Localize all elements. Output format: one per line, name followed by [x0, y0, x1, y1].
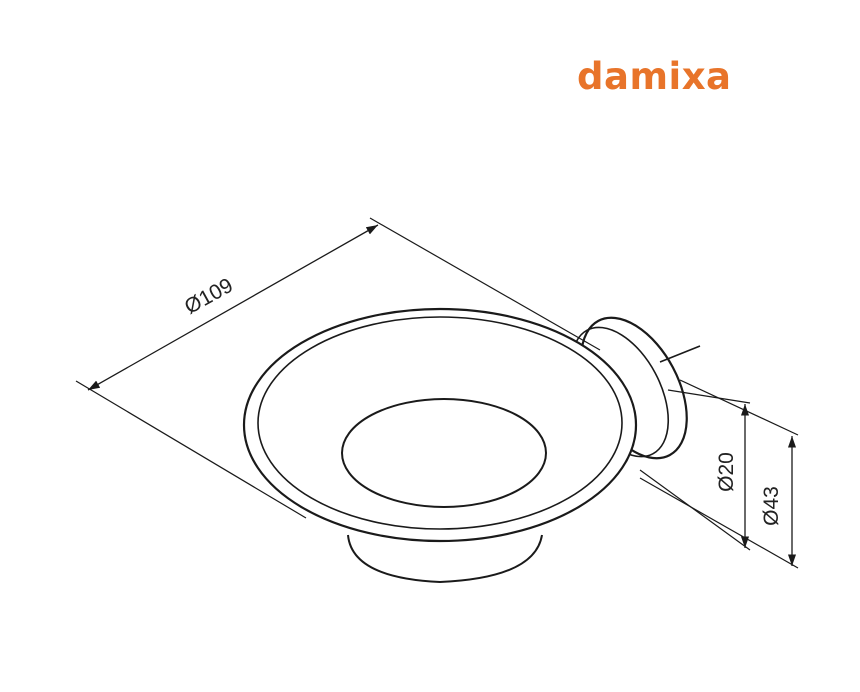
mount-diameter-label: Ø43 — [760, 486, 783, 526]
dish-foot — [347, 534, 543, 584]
dish-body — [242, 307, 638, 543]
dish-diameter-label: Ø109 — [181, 274, 237, 319]
brand-logo: damixa — [577, 55, 732, 98]
inner-diameter-label: Ø20 — [715, 452, 738, 492]
dimension-mount: Ø20 Ø43 — [639, 379, 799, 569]
